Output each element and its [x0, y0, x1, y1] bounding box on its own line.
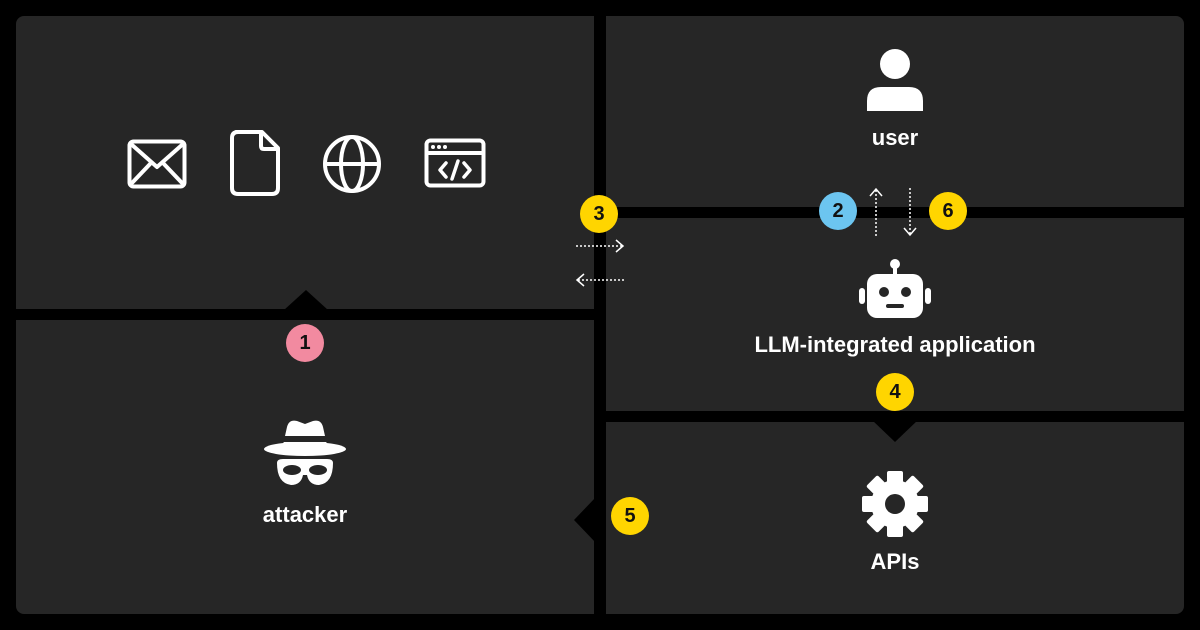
- step-badge-1: 1: [286, 324, 324, 362]
- gear-icon: [861, 470, 929, 538]
- step-badge-4: 4: [876, 373, 914, 411]
- arrow-left-to-sources: [575, 273, 624, 287]
- sources-app-flow-arrows: [575, 239, 625, 287]
- document-icon: [230, 130, 280, 196]
- notch-up-sources: [284, 290, 328, 310]
- envelope-icon: [127, 139, 187, 189]
- arrow-down-to-app: [903, 188, 917, 237]
- notch-left-attacker: [574, 497, 596, 543]
- content-sources-panel: [16, 16, 594, 309]
- user-panel: [606, 16, 1184, 207]
- arrow-up-to-user: [869, 187, 883, 236]
- user-icon: [865, 49, 925, 113]
- step-badge-2: 2: [819, 192, 857, 230]
- step-badge-6: 6: [929, 192, 967, 230]
- globe-icon: [322, 134, 382, 194]
- spy-icon: [263, 417, 347, 491]
- user-app-flow-arrows: [869, 187, 917, 237]
- app-label: LLM-integrated application: [754, 332, 1036, 357]
- notch-down-apis: [872, 420, 918, 442]
- browser-code-icon: [424, 138, 486, 188]
- arrow-right-to-app: [576, 239, 625, 253]
- step-badge-5: 5: [611, 497, 649, 535]
- apis-label: APIs: [870, 549, 920, 574]
- attacker-label: attacker: [262, 502, 348, 527]
- robot-icon: [859, 258, 931, 320]
- step-badge-3: 3: [580, 195, 618, 233]
- user-label: user: [871, 125, 919, 150]
